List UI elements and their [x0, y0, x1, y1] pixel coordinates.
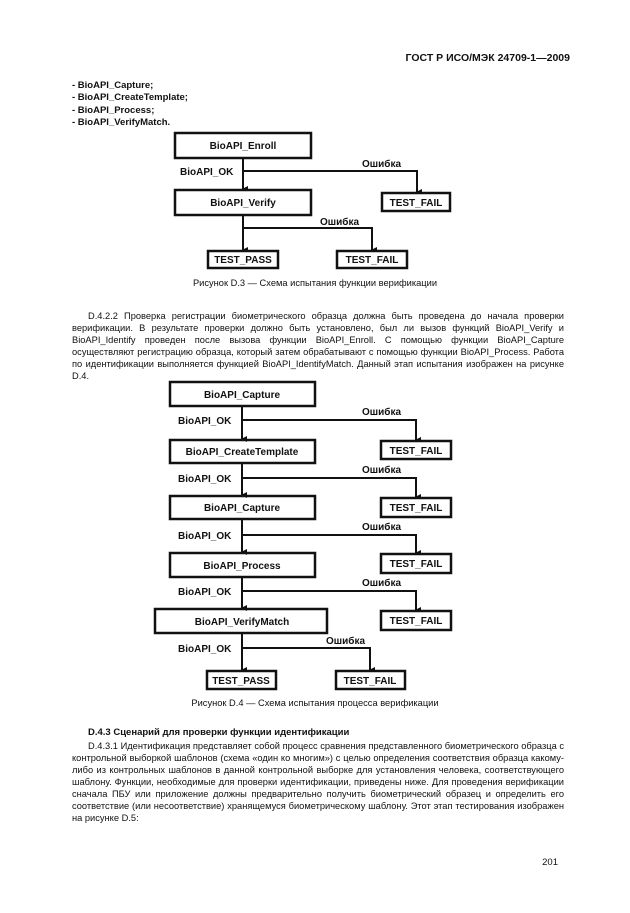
function-list: - BioAPI_Capture; - BioAPI_CreateTemplat… [72, 80, 188, 129]
error-label: Ошибка [326, 635, 365, 647]
step-box [168, 380, 317, 408]
test-fail-box [379, 496, 453, 519]
error-label: Ошибка [320, 216, 359, 228]
ok-label: BioAPI_OK [180, 167, 234, 178]
test-pass-label: TEST_PASS [214, 255, 272, 266]
verify-label: BioAPI_Verify [210, 198, 276, 209]
figure-d4-caption: Рисунок D.4 — Схема испытания процесса в… [191, 698, 439, 708]
test-fail-box [334, 669, 407, 691]
paragraph-text: D.4.2.2 Проверка регистрации биометричес… [72, 311, 564, 381]
test-fail-label: TEST_FAIL [390, 503, 443, 514]
connector [243, 170, 422, 195]
enroll-label: BioAPI_Enroll [210, 141, 277, 152]
ok-label: BioAPI_OK [178, 416, 232, 427]
step-label: BioAPI_Capture [204, 390, 281, 401]
ok-label: BioAPI_OK [178, 531, 232, 542]
error-label: Ошибка [362, 521, 401, 533]
ok-label: BioAPI_OK [178, 644, 232, 655]
test-fail-box [379, 439, 453, 461]
test-fail-label: TEST_FAIL [390, 559, 443, 570]
ok-label: BioAPI_OK [178, 474, 232, 485]
figure-d3-caption: Рисунок D.3 — Схема испытания функции ве… [192, 278, 438, 288]
step-label: BioAPI_Capture [204, 503, 281, 514]
ok-label: BioAPI_OK [178, 587, 232, 598]
step-box [153, 607, 329, 635]
list-item: - BioAPI_CreateTemplate; [72, 92, 188, 104]
list-item: - BioAPI_VerifyMatch. [72, 116, 171, 128]
step-label: BioAPI_CreateTemplate [186, 447, 299, 458]
step-label: BioAPI_Process [203, 561, 281, 572]
test-fail-label: TEST_FAIL [390, 446, 443, 457]
test-fail-box [379, 609, 453, 632]
test-fail-box [335, 249, 409, 270]
paragraph-text: D.4.3.1 Идентификация представляет собой… [72, 741, 564, 823]
test-pass-label: TEST_PASS [212, 676, 270, 687]
test-pass-box [206, 249, 280, 270]
step-label: BioAPI_VerifyMatch [195, 617, 289, 628]
list-item: - BioAPI_Process; [72, 104, 155, 116]
figure-d4: BioAPI_Capture BioAPI_CreateTemplate Bio… [153, 380, 453, 691]
figure-d3: BioAPI_Enroll BioAPI_OK Ошибка TEST_FAIL… [173, 131, 452, 270]
paragraph-d431: D.4.3.1 Идентификация представляет собой… [72, 740, 564, 824]
test-fail-label: TEST_FAIL [390, 616, 443, 627]
error-label: Ошибка [362, 464, 401, 476]
document-header: ГОСТ Р ИСО/МЭК 24709-1—2009 [405, 52, 570, 64]
test-fail-label: TEST_FAIL [390, 198, 443, 209]
test-pass-box [205, 669, 278, 691]
connector [243, 227, 377, 253]
test-fail-box [380, 191, 452, 213]
test-fail-label: TEST_FAIL [346, 255, 399, 266]
verify-box [173, 188, 313, 217]
error-label: Ошибка [362, 577, 401, 589]
error-label: Ошибка [362, 406, 401, 418]
page-number: 201 [542, 857, 558, 868]
paragraph-d422: D.4.2.2 Проверка регистрации биометричес… [72, 310, 564, 382]
list-item: - BioAPI_Capture; [72, 80, 154, 91]
section-title: D.4.3 Сценарий для проверки функции иден… [88, 727, 350, 738]
error-label: Ошибка [362, 158, 401, 170]
test-fail-box [379, 552, 453, 575]
test-fail-label: TEST_FAIL [344, 676, 397, 687]
enroll-box [173, 131, 313, 160]
